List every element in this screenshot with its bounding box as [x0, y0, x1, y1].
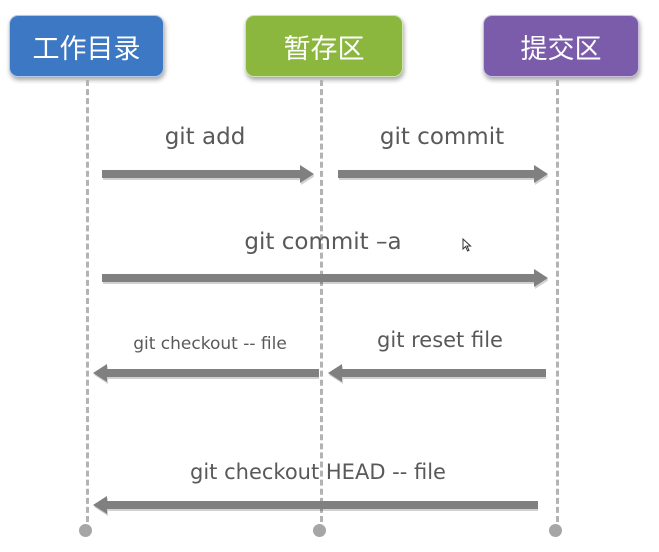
label-git-add: git add: [164, 124, 246, 150]
lane-line-working-directory: [86, 80, 89, 522]
label-git-commit-a: git commit –a: [244, 229, 402, 255]
lane-line-commit-area: [556, 80, 559, 522]
lane-header-working-directory: 工作目录: [9, 15, 164, 77]
label-git-checkout-head-file: git checkout HEAD -- file: [190, 460, 446, 484]
label-git-commit: git commit: [379, 124, 505, 150]
arrow-git-commit: [338, 162, 548, 186]
mouse-pointer-icon: [462, 238, 472, 252]
label-git-checkout-file: git checkout -- file: [133, 334, 287, 354]
arrow-git-checkout-file: [93, 361, 319, 385]
label-git-reset-file: git reset file: [377, 328, 503, 352]
lane-header-commit-area: 提交区: [483, 15, 639, 77]
arrow-git-commit-a: [102, 266, 548, 290]
lane-end-dot-working-directory: [79, 524, 92, 537]
arrow-git-reset-file: [328, 361, 546, 385]
lane-header-staging-area: 暂存区: [245, 15, 403, 77]
arrow-git-checkout-head-file: [93, 493, 538, 517]
lane-end-dot-staging-area: [313, 524, 326, 537]
lane-line-staging-area: [320, 80, 323, 522]
arrow-git-add: [102, 162, 314, 186]
lane-end-dot-commit-area: [549, 524, 562, 537]
